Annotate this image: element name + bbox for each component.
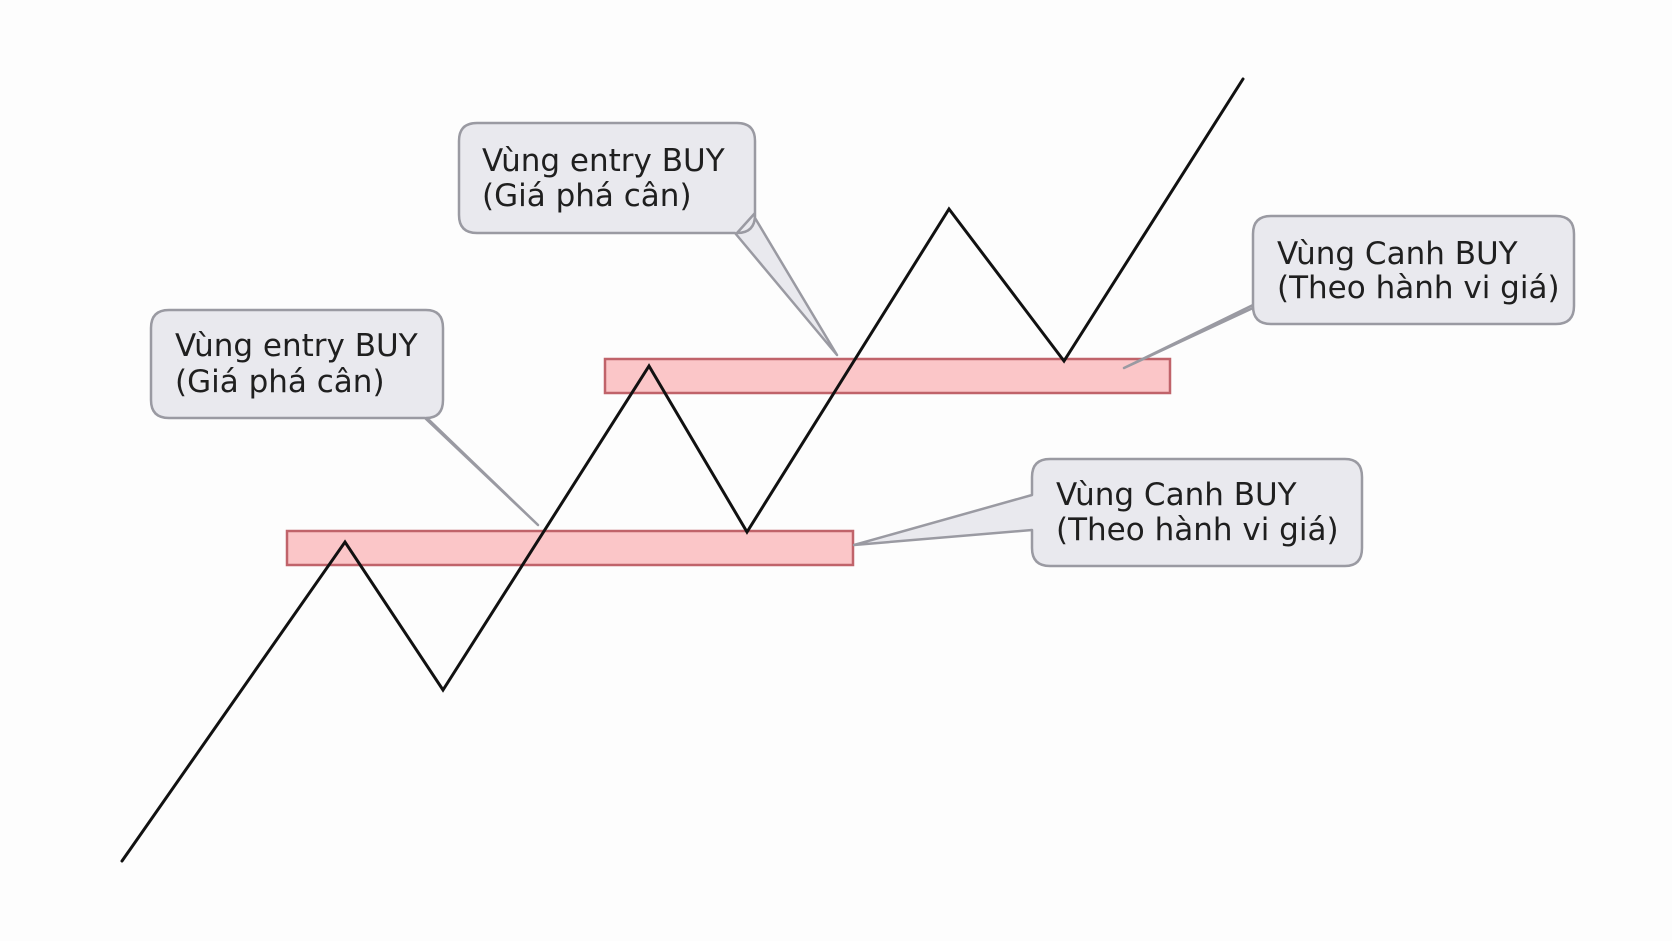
callout-bubble bbox=[1122, 214, 1576, 370]
callout-text-line1: Vùng Canh BUY bbox=[1056, 477, 1297, 513]
callout-bubble bbox=[457, 121, 839, 357]
callout-text-line2: (Giá phá cân) bbox=[482, 178, 692, 214]
callout-text-line1: Vùng entry BUY bbox=[482, 143, 725, 179]
price-line bbox=[120, 77, 1245, 863]
callout-entry-upper: Vùng entry BUY (Giá phá cân) bbox=[457, 121, 839, 357]
callout-watch-lower: Vùng Canh BUY (Theo hành vi giá) bbox=[852, 457, 1364, 568]
lower-buy-zone-border bbox=[285, 529, 855, 567]
callout-bubble bbox=[149, 308, 540, 527]
callout-text-line2: (Theo hành vi giá) bbox=[1056, 512, 1339, 548]
upper-buy-zone-border bbox=[603, 357, 1172, 395]
callout-text-line2: (Theo hành vi giá) bbox=[1277, 270, 1560, 306]
callout-text-line1: Vùng Canh BUY bbox=[1277, 236, 1518, 272]
callout-entry-lower: Vùng entry BUY (Giá phá cân) bbox=[149, 308, 540, 527]
callout-text-line2: (Giá phá cân) bbox=[175, 364, 385, 400]
callout-watch-upper: Vùng Canh BUY (Theo hành vi giá) bbox=[1122, 214, 1576, 370]
callout-text-line1: Vùng entry BUY bbox=[175, 328, 418, 364]
upper-buy-zone bbox=[605, 359, 1170, 393]
lower-buy-zone bbox=[287, 531, 853, 565]
callout-bubble bbox=[852, 457, 1364, 568]
